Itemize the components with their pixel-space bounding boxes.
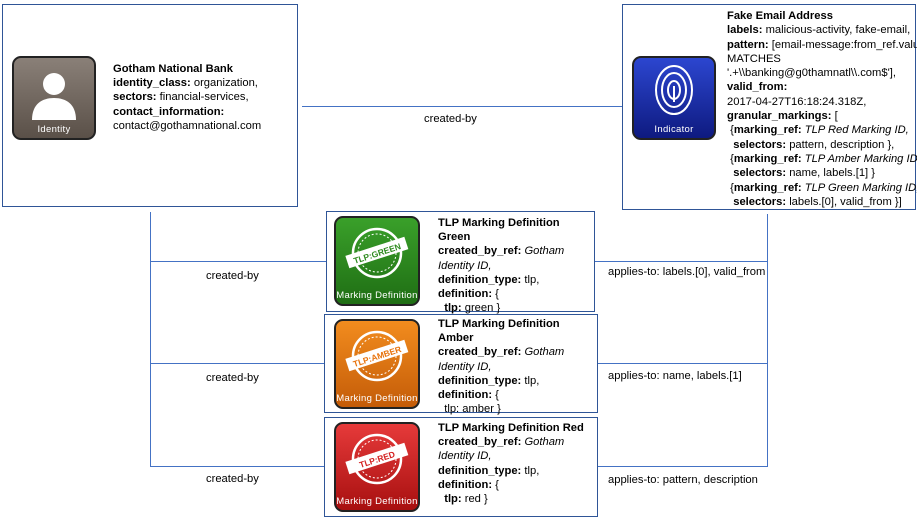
marking-green-tile: TLP:GREEN Marking Definition [334,216,420,306]
connector-red-indicator [598,466,768,468]
marking-red-text: TLP Marking Definition Red created_by_re… [438,422,584,506]
edge-label-green-created-by: created-by [206,270,259,282]
edge-label-green-applies: applies-to: labels.[0], valid_from [608,266,766,278]
marking-green-tile-label: Marking Definition [336,290,418,301]
edge-label-red-applies: applies-to: pattern, description [608,474,758,486]
connector-identity-trunk [150,212,152,467]
identity-name: Gotham National Bank [113,63,233,75]
edge-label-amber-applies: applies-to: name, labels.[1] [608,370,742,382]
indicator-tile-label: Indicator [654,124,694,135]
indicator-tile: Indicator [632,56,716,140]
marking-amber-text: TLP Marking Definition Amber created_by_… [438,318,565,416]
edge-label-red-created-by: created-by [206,473,259,485]
connector-red-identity [150,466,326,468]
tlp-red-stamp-icon: TLP:RED [345,433,409,485]
tlp-green-stamp-icon: TLP:GREEN [345,227,409,279]
edge-label-indicator-created-by: created-by [424,113,477,125]
identity-text: Gotham National Bank identity_class: org… [113,63,262,132]
person-icon [32,73,76,120]
marking-green-text: TLP Marking Definition Green created_by_… [438,217,565,315]
connector-amber-indicator [598,363,768,365]
connector-amber-identity [150,363,326,365]
tlp-amber-stamp-icon: TLP:AMBER [345,330,409,382]
connector-indicator-trunk [767,214,769,467]
connector-indicator-identity [302,106,622,108]
identity-tile: Identity [12,56,96,140]
connector-green-indicator [595,261,768,263]
indicator-text: Fake Email Address labels: malicious-act… [727,10,917,208]
marking-amber-tile: TLP:AMBER Marking Definition [334,319,420,409]
marking-amber-tile-label: Marking Definition [336,393,418,404]
identity-tile-label: Identity [37,124,71,135]
marking-red-tile-label: Marking Definition [336,496,418,507]
indicator-title: Fake Email Address [727,10,833,22]
fingerprint-icon [655,65,693,115]
marking-red-tile: TLP:RED Marking Definition [334,422,420,512]
connector-green-identity [150,261,326,263]
edge-label-amber-created-by: created-by [206,372,259,384]
